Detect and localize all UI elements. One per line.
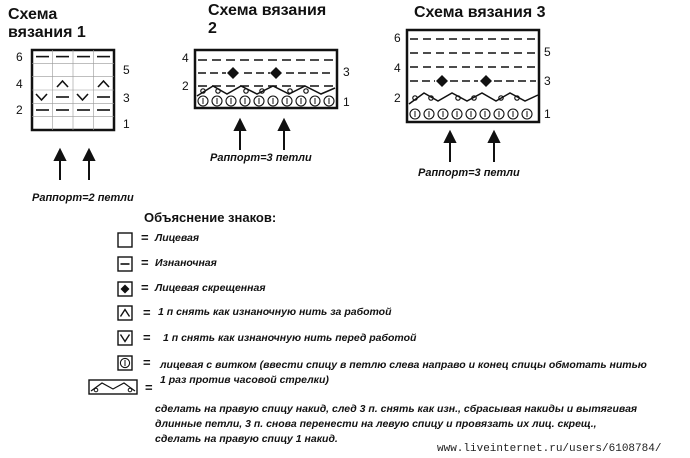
legend-text-wrap-knit-2: 1 раз против часовой стрелки) [160,374,329,386]
chart1-label-right-5: 5 [123,63,130,77]
knitting-chart-3: 6 4 2 5 3 1 [394,28,551,162]
wrap-knit-symbol-icon [117,355,133,371]
legend-equals-2: = [141,255,149,270]
watermark: www.liveinternet.ru/users/6108784/ [437,443,662,455]
legend-equals-4: = [143,305,151,320]
legend-heading: Объяснение знаков: [144,210,277,225]
legend-text-purl: Изнаночная [155,257,217,269]
legend-equals-3: = [141,280,149,295]
chart1-rapport: Раппорт=2 петли [32,192,134,204]
chart3-small-circles [412,95,520,101]
crossed-knit-symbol-icon [117,281,133,297]
knitting-chart-2: 4 2 3 1 [182,48,350,150]
chart3-title: Схема вязания 3 [414,4,546,22]
legend-text-crossed-knit: Лицевая скрещенная [155,282,266,294]
chart2-wrap-knit-strokes [202,98,330,104]
chart1-label-right-1: 1 [123,117,130,131]
knitting-chart-1: 6 4 2 5 3 1 [16,48,130,180]
chart2-label-left-4: 4 [182,51,189,65]
chart3-label-right-1: 1 [544,107,551,121]
slip-behind-symbol-icon [117,305,133,321]
chart3-label-left-4: 4 [394,61,401,75]
chart3-grid-border [405,28,541,124]
chart3-label-right-3: 3 [544,74,551,88]
chart1-label-left-6: 6 [16,50,23,64]
chart3-label-left-6: 6 [394,31,401,45]
legend-text-elongated-1: сделать на правую спицу накид, след 3 п.… [155,403,638,415]
chart3-symbols [408,38,539,105]
chart2-title: Схема вязания 2 [208,2,326,38]
chart1-label-left-2: 2 [16,103,23,117]
chart3-wrap-knit-row [409,108,533,120]
legend-equals-7: = [145,380,153,395]
chart1-label-left-4: 4 [16,77,23,91]
chart2-rapport-arrows [233,117,291,150]
chart2-symbols [196,59,336,97]
chart3-title-line1: Схема вязания 3 [414,4,546,21]
chart3-label-right-5: 5 [544,45,551,59]
chart3-label-left-2: 2 [394,91,401,105]
legend-text-elongated-3: сделать на правую спицу 1 накид. [155,433,338,445]
purl-symbol-icon [117,256,133,272]
chart2-wrap-knit-row [197,95,335,107]
chart1-title-line2: вязания 1 [8,24,86,41]
chart1-label-right-3: 3 [123,91,130,105]
knit-symbol-icon [117,232,133,248]
chart3-rapport: Раппорт=3 петли [418,167,520,179]
chart2-small-circles [200,88,309,94]
chart1-title: Схема вязания 1 [8,6,86,42]
legend-equals-6: = [143,355,151,370]
chart1-symbols [35,55,110,111]
chart2-title-line1: Схема вязания [208,2,327,19]
legend-text-slip-front: 1 п снять как изнаночную нить перед рабо… [163,332,417,344]
chart2-title-line2: 2 [208,20,217,37]
chart2-label-right-1: 1 [343,95,350,109]
chart1-title-line1: Схема [8,6,58,23]
legend-text-elongated-2: длинные петли, 3 п. снова перенести на л… [155,418,597,430]
legend-equals-1: = [141,230,149,245]
elongated-loops-symbol-icon [88,379,138,395]
legend-equals-5: = [143,330,151,345]
chart2-label-right-3: 3 [343,65,350,79]
chart2-crossed-knit-marks [227,67,282,79]
chart1-rapport-arrows [53,147,96,180]
chart2-rapport: Раппорт=3 петли [210,152,312,164]
chart3-crossed-knit-marks [436,75,492,87]
legend-text-slip-behind: 1 п снять как изнаночную нить за работой [158,306,392,318]
chart3-rapport-arrows [443,129,501,162]
slip-front-symbol-icon [117,330,133,346]
legend-text-wrap-knit-1: лицевая с витком (ввести спицу в петлю с… [160,359,647,371]
chart2-grid-border [193,48,339,110]
legend-text-knit: Лицевая [155,232,200,244]
chart2-label-left-2: 2 [182,79,189,93]
chart3-wrap-knit-strokes [414,111,528,117]
